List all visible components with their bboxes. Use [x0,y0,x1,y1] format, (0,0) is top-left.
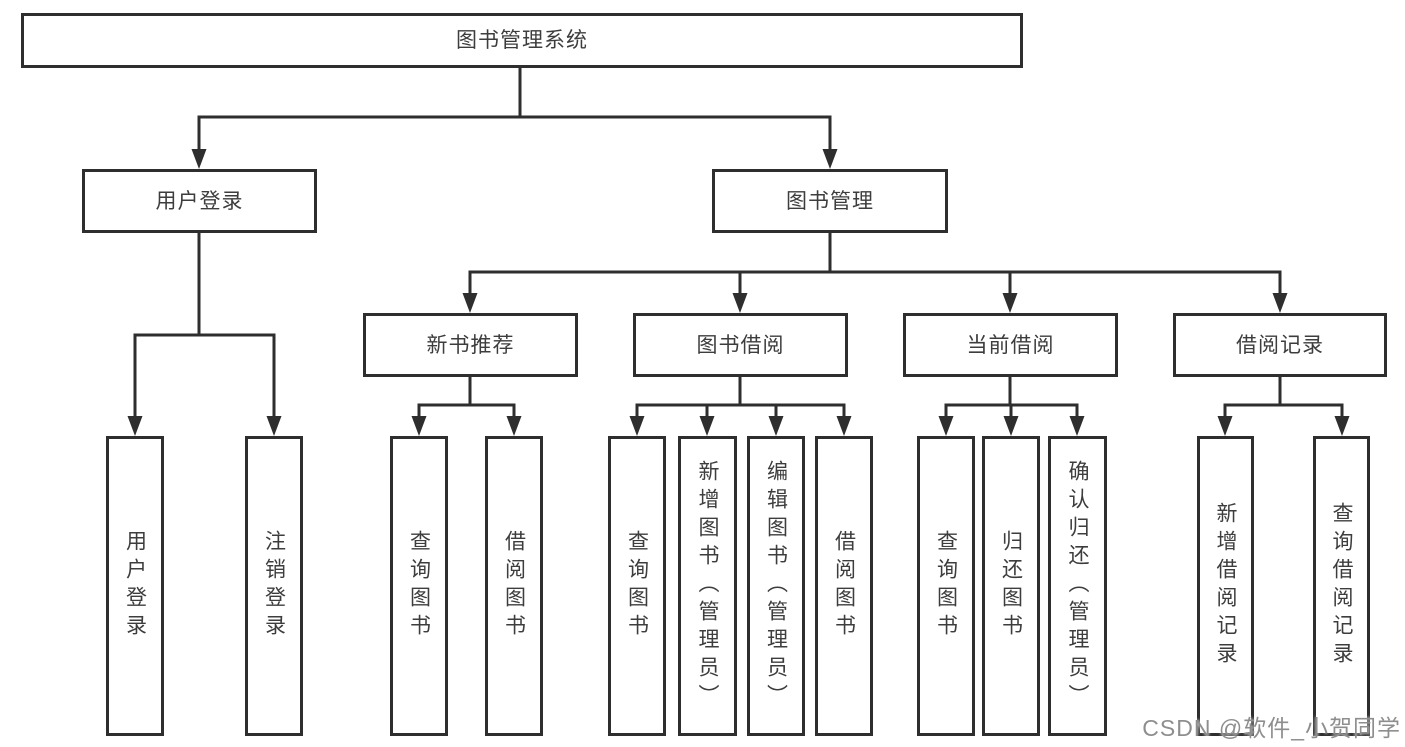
node-leaf-cb-confirm: 确认归还（管理员） [1048,436,1107,736]
node-root: 图书管理系统 [21,13,1023,68]
node-leaf-user-login: 用户登录 [106,436,164,736]
node-leaf-cb-confirm-label: 确认归还（管理员） [1066,460,1089,712]
connector-book-mgmt-children [462,230,1288,313]
connector-user-login-children [127,231,282,436]
node-user-login: 用户登录 [82,169,317,233]
node-leaf-cb-return: 归还图书 [982,436,1040,736]
node-leaf-br-add: 新增借阅记录 [1197,436,1254,736]
node-leaf-nb-borrow-label: 借阅图书 [502,530,526,642]
node-leaf-cb-return-label: 归还图书 [999,530,1023,642]
node-current-borrow: 当前借阅 [903,313,1118,377]
node-leaf-bb-add: 新增图书（管理员） [678,436,737,736]
node-leaf-nb-query: 查询图书 [390,436,448,736]
node-leaf-bb-add-label: 新增图书（管理员） [696,460,719,712]
node-leaf-nb-borrow: 借阅图书 [485,436,543,736]
node-borrow-records-label: 借阅记录 [1236,333,1324,357]
node-root-label: 图书管理系统 [456,29,588,52]
node-book-mgmt: 图书管理 [712,169,948,233]
node-leaf-bb-edit-label: 编辑图书（管理员） [764,460,788,712]
connector-book-borrow-children [629,375,852,436]
node-new-book-rec: 新书推荐 [363,313,578,377]
node-leaf-bb-edit: 编辑图书（管理员） [747,436,805,736]
node-book-borrow: 图书借阅 [633,313,848,377]
node-book-mgmt-label: 图书管理 [786,189,874,213]
node-leaf-bb-query-label: 查询图书 [625,530,649,642]
node-leaf-br-query: 查询借阅记录 [1313,436,1370,736]
node-leaf-cb-query-label: 查询图书 [934,530,958,642]
node-user-login-label: 用户登录 [155,189,244,213]
node-leaf-bb-borrow: 借阅图书 [815,436,873,736]
node-leaf-user-login-label: 用户登录 [123,530,147,642]
node-leaf-logout: 注销登录 [245,436,303,736]
node-leaf-cb-query: 查询图书 [917,436,975,736]
node-borrow-records: 借阅记录 [1173,313,1387,377]
node-current-borrow-label: 当前借阅 [966,333,1055,357]
csdn-watermark: CSDN @软件_小贺同学 [1142,715,1401,741]
connector-new-book-rec-children [411,375,522,436]
connector-current-borrow-children [938,375,1085,436]
connector-borrow-records-children [1217,375,1350,436]
node-leaf-nb-query-label: 查询图书 [407,530,431,642]
node-leaf-logout-label: 注销登录 [262,530,286,642]
node-book-borrow-label: 图书借阅 [696,333,785,357]
node-leaf-bb-borrow-label: 借阅图书 [832,530,856,642]
node-new-book-rec-label: 新书推荐 [426,333,515,357]
node-leaf-br-add-label: 新增借阅记录 [1214,502,1237,670]
node-leaf-bb-query: 查询图书 [608,436,666,736]
connector-root-to-level2 [191,66,838,169]
node-leaf-br-query-label: 查询借阅记录 [1330,502,1353,670]
